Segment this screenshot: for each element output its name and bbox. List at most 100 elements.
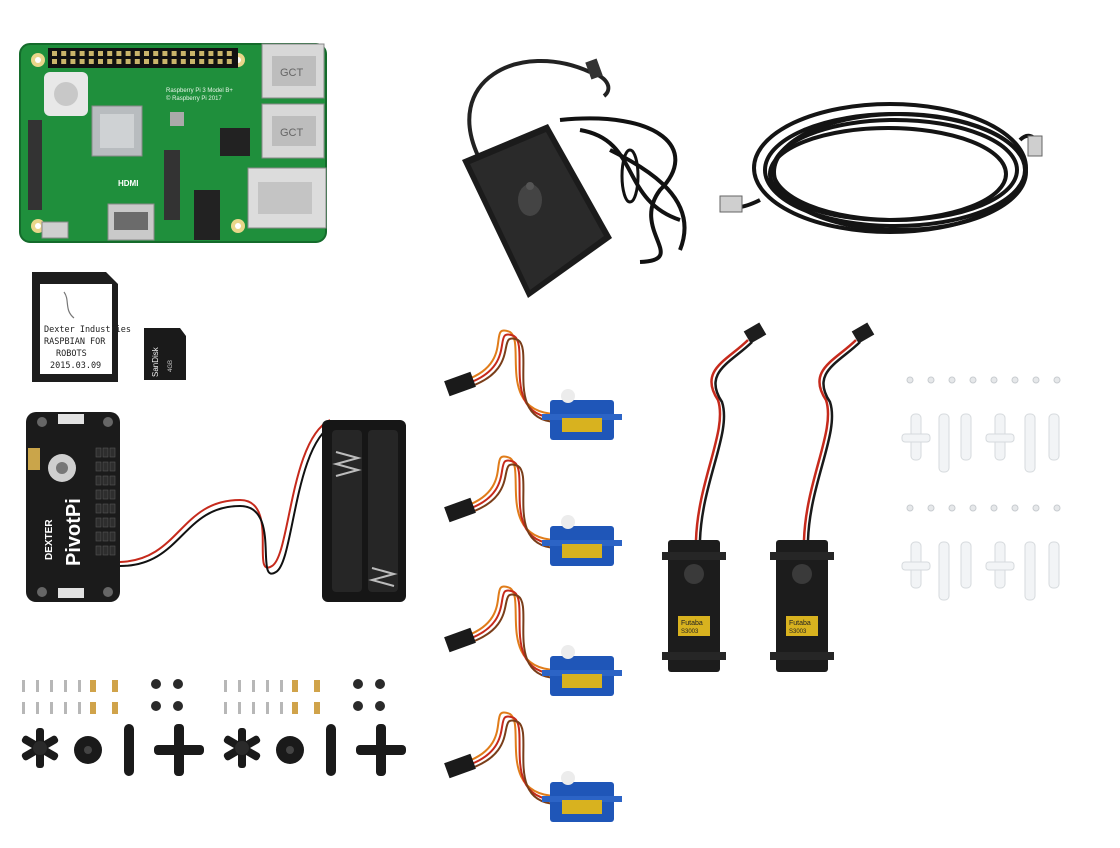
white-horns-and-screws [901, 376, 1061, 601]
black-cross-horn [356, 724, 406, 776]
brass-bushing [314, 702, 320, 714]
small-screw [64, 680, 67, 692]
white-servo-horn [1024, 541, 1036, 601]
pivotpi-pin [109, 447, 116, 458]
white-screw [1032, 504, 1040, 512]
servo-connector [444, 497, 476, 523]
black-horns-and-screws [21, 679, 406, 776]
gpio-pin [116, 59, 122, 64]
gpio-pin [153, 59, 159, 64]
rj45-plug-right [1027, 135, 1043, 157]
gpio-pin [88, 59, 94, 64]
horn-arm [356, 745, 406, 755]
gpio-pin [125, 59, 131, 64]
horn-hub [235, 741, 249, 755]
gpio-pin [162, 51, 168, 56]
white-servo-horn-arm [985, 433, 1015, 443]
servo-tab-bottom [662, 652, 726, 660]
gpio-pin [190, 51, 195, 56]
servo-tab-bottom [770, 652, 834, 660]
servo-connector [851, 322, 875, 344]
white-servo-horn-arm [901, 433, 931, 443]
rubber-grommet [353, 701, 363, 711]
micro-servo-shaft [561, 515, 575, 529]
gpio-pin [208, 51, 214, 56]
micro-servo-label [562, 800, 602, 814]
white-servo-horn [1024, 413, 1036, 473]
small-screw [280, 680, 283, 692]
pivotpi-pin [102, 545, 109, 556]
white-servo-horn [938, 541, 950, 601]
white-servo-horn [960, 413, 972, 461]
servo-wire-power [694, 339, 749, 541]
battery-holder [322, 420, 406, 602]
pivotpi-pin [102, 475, 109, 486]
pivotpi-pin [109, 531, 116, 542]
servo-tab-top [662, 552, 726, 560]
small-screw [78, 680, 81, 692]
servo-shaft [684, 564, 704, 584]
micro-sd-capacity: 4GB [168, 360, 174, 372]
sd-card-line2: RASPBIAN FOR [44, 337, 106, 347]
pivotpi-pin [109, 517, 116, 528]
gpio-pin [171, 59, 177, 64]
gpio-pin [199, 59, 205, 64]
servo-tab-top [770, 552, 834, 560]
pivotpi-pin [109, 545, 116, 556]
small-screw [252, 702, 255, 714]
brass-bushing [112, 680, 118, 692]
rubber-grommet [151, 679, 161, 689]
gpio-pin [52, 51, 57, 56]
pivotpi-board: DEXTER PivotPi [26, 412, 120, 602]
white-screw [969, 376, 977, 384]
small-screw [36, 680, 39, 692]
white-screw [990, 504, 998, 512]
pivotpi-pin [95, 503, 102, 514]
gpio-pin [134, 59, 140, 64]
black-single-horn [124, 724, 134, 776]
gpio-pin [61, 51, 67, 56]
pivotpi-pin [95, 531, 102, 542]
brass-bushing [90, 680, 96, 692]
micro-servo-tabs [542, 540, 622, 546]
gpio-pin [144, 59, 149, 64]
white-servo-horn [1048, 413, 1060, 461]
gpio-pin [134, 51, 140, 56]
micro-servo-tabs [542, 414, 622, 420]
servo-connector [444, 627, 476, 653]
small-screw [22, 702, 25, 714]
white-servo-horn [960, 541, 972, 589]
gpio-pin [153, 51, 159, 56]
pi-board-text: Raspberry Pi 3 Model B+ [166, 88, 233, 94]
white-screw [969, 504, 977, 512]
small-screw [22, 680, 25, 692]
micro-servo-label [562, 674, 602, 688]
sd-card: Dexter Industries RASPBIAN FOR ROBOTS 20… [32, 272, 131, 382]
standard-servo-brand: Futaba [681, 620, 703, 627]
small-screw [266, 702, 269, 714]
black-single-horn [326, 724, 336, 776]
black-cross-horn [154, 724, 204, 776]
brass-bushing [314, 680, 320, 692]
micro-sd-brand: SanDisk [151, 346, 160, 377]
gpio-pin [199, 51, 205, 56]
white-screw [906, 376, 914, 384]
small-screw [252, 680, 255, 692]
gpio-pin [217, 59, 223, 64]
servo-wire-power [802, 339, 857, 541]
gpio-pin [107, 51, 113, 56]
ethernet-cable [726, 102, 1042, 234]
servo-wire-ground [806, 341, 861, 541]
micro-servo [444, 329, 622, 440]
gpio-pin [70, 59, 76, 64]
rubber-grommet [375, 679, 385, 689]
battery-wire-black [119, 423, 335, 575]
pivotpi-name: PivotPi [63, 498, 85, 566]
small-screw [64, 702, 67, 714]
gpio-pin [162, 59, 168, 64]
small-screw [224, 680, 227, 692]
standard-servo-body [776, 540, 828, 672]
round-horn-hub [84, 746, 92, 754]
white-screw [990, 376, 998, 384]
pivotpi-header-pins [95, 447, 116, 556]
